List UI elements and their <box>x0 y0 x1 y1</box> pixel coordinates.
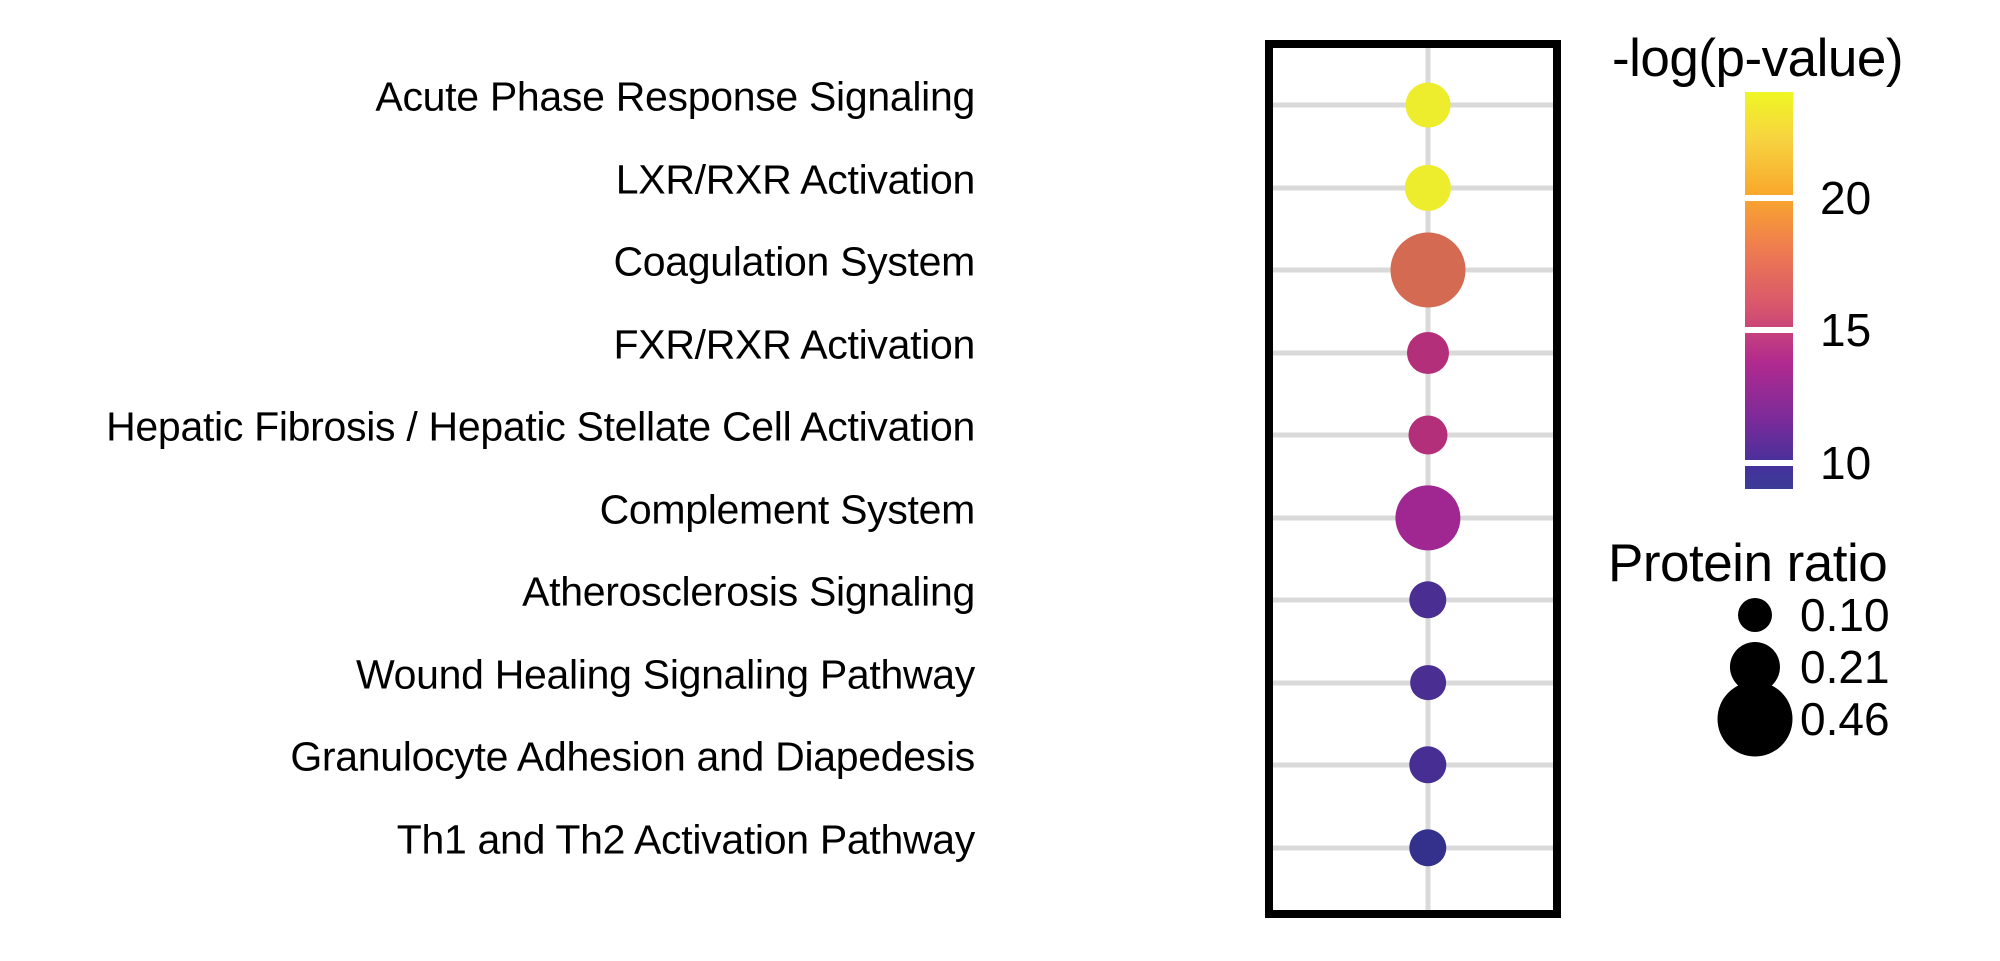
bubble-point[interactable] <box>1405 82 1451 128</box>
y-axis-label-2: Coagulation System <box>613 238 975 285</box>
size-legend-label-0: 0.10 <box>1800 589 1890 641</box>
bubble-point[interactable] <box>1406 331 1450 374</box>
colorbar-title: -log(p-value) <box>1612 29 1904 88</box>
y-axis-label-0: Acute Phase Response Signaling <box>375 73 975 120</box>
bubble-point[interactable] <box>1409 828 1447 867</box>
y-axis-label-8: Granulocyte Adhesion and Diapedesis <box>290 733 975 780</box>
colorbar-tick-label-2: 10 <box>1820 436 1872 489</box>
bubble-point[interactable] <box>1409 746 1447 784</box>
plot-panel <box>1265 40 1561 918</box>
bubble-point[interactable] <box>1408 415 1448 455</box>
y-axis-label-4: Hepatic Fibrosis / Hepatic Stellate Cell… <box>106 403 975 450</box>
y-axis-label-9: Th1 and Th2 Activation Pathway <box>396 816 976 862</box>
colorbar-tick-mark <box>1745 194 1793 201</box>
y-axis-label-7: Wound Healing Signaling Pathway <box>355 651 975 697</box>
bubble-point[interactable] <box>1409 581 1447 619</box>
bubble-point[interactable] <box>1395 484 1461 551</box>
bubble-point[interactable] <box>1410 664 1446 701</box>
y-axis-label-3: FXR/RXR Activation <box>613 321 976 367</box>
size-legend-title: Protein ratio <box>1608 534 1888 593</box>
colorbar-tick-mark <box>1745 327 1793 334</box>
y-axis-label-6: Atherosclerosis Signaling <box>522 568 975 615</box>
colorbar-tick-label-1: 15 <box>1820 304 1872 357</box>
size-legend-dot-0 <box>1738 598 1772 632</box>
bubble-point[interactable] <box>1390 232 1466 308</box>
y-axis-label-5: Complement System <box>599 486 976 532</box>
vertical-gridline <box>1425 48 1431 910</box>
size-legend-label-1: 0.21 <box>1800 641 1890 693</box>
size-legend-dot-2 <box>1717 681 1793 757</box>
y-axis-label-1: LXR/RXR Activation <box>615 156 976 202</box>
colorbar-gradient <box>1745 92 1793 489</box>
colorbar-tick-mark <box>1745 459 1793 466</box>
colorbar-tick-label-0: 20 <box>1820 171 1872 224</box>
size-legend-label-2: 0.46 <box>1800 693 1890 745</box>
bubble-point[interactable] <box>1404 164 1452 211</box>
